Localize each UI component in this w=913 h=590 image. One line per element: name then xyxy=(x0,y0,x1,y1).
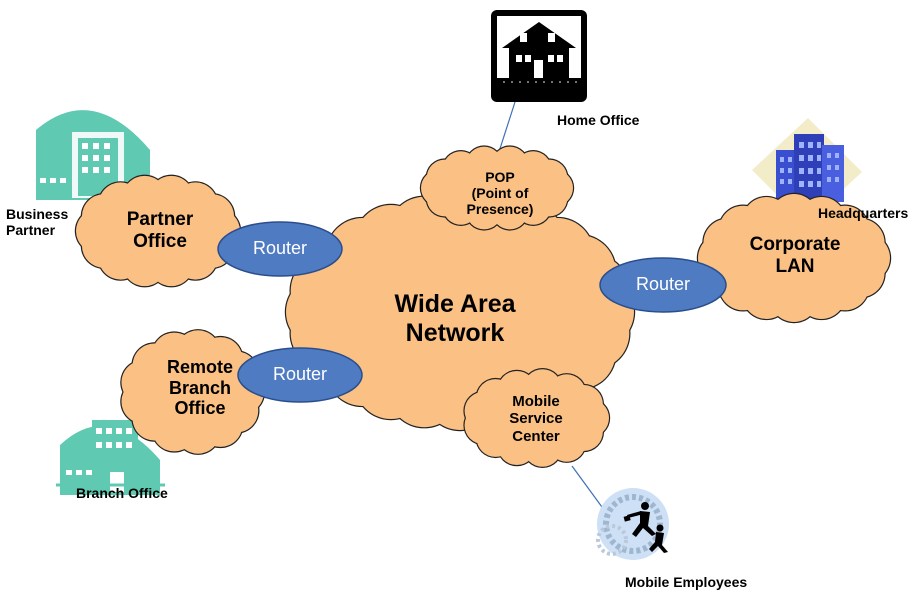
mobile-employees-icon xyxy=(596,488,669,560)
partner-office-line2: Office xyxy=(133,230,187,252)
office-building-icon xyxy=(36,110,150,200)
pop-label: POP (Point of Presence) xyxy=(440,169,560,217)
house-icon xyxy=(491,10,587,102)
partner-office-line1: Partner xyxy=(126,209,194,230)
partner-office-cloud xyxy=(74,174,242,288)
business-partner-line2: Partner xyxy=(6,222,56,239)
pop-label-line2: (Point of xyxy=(471,185,529,202)
router-left xyxy=(217,221,343,277)
wan-label-line1: Wide Area xyxy=(394,290,516,318)
headquarters-label: Headquarters xyxy=(818,205,909,221)
mobile-service-line1: Mobile xyxy=(512,393,560,410)
business-partner-label: Business Partner xyxy=(6,206,68,238)
mobile-service-line3: Center xyxy=(512,427,560,445)
corporate-lan-line1: Corporate xyxy=(749,234,841,255)
remote-branch-line1: Remote xyxy=(166,357,233,377)
router-left-label: Router xyxy=(252,238,308,258)
corporate-lan-label: Corporate LAN xyxy=(730,234,860,278)
pop-label-line3: Presence) xyxy=(466,201,534,218)
mobile-service-cloud xyxy=(463,368,611,468)
corporate-lan-cloud xyxy=(696,192,892,324)
branch-office-label: Branch Office xyxy=(76,485,168,501)
remote-branch-line3: Office xyxy=(174,398,226,419)
router-right-label: Router xyxy=(635,274,691,294)
remote-branch-cloud xyxy=(120,329,266,455)
router-bottom xyxy=(237,347,363,403)
router-bottom-label: Router xyxy=(272,364,328,384)
office-building-icon xyxy=(56,420,165,495)
mobile-service-label: Mobile Service Center xyxy=(486,393,586,445)
remote-branch-label: Remote Branch Office xyxy=(140,357,260,419)
corporate-lan-line2: LAN xyxy=(775,255,815,277)
home-office-label: Home Office xyxy=(557,112,640,128)
wan-label-line2: Network xyxy=(405,318,505,347)
wan-label: Wide Area Network xyxy=(380,290,530,348)
mobile-employees-label: Mobile Employees xyxy=(625,574,748,590)
business-partner-line1: Business xyxy=(6,206,69,222)
pop-cloud xyxy=(419,145,575,231)
wan-cloud xyxy=(284,192,636,432)
pop-label-line1: POP xyxy=(485,169,515,185)
partner-office-label: Partner Office xyxy=(100,209,220,253)
router-right xyxy=(599,257,727,313)
remote-branch-line2: Branch xyxy=(168,377,231,398)
mobile-service-line2: Service xyxy=(509,410,563,428)
